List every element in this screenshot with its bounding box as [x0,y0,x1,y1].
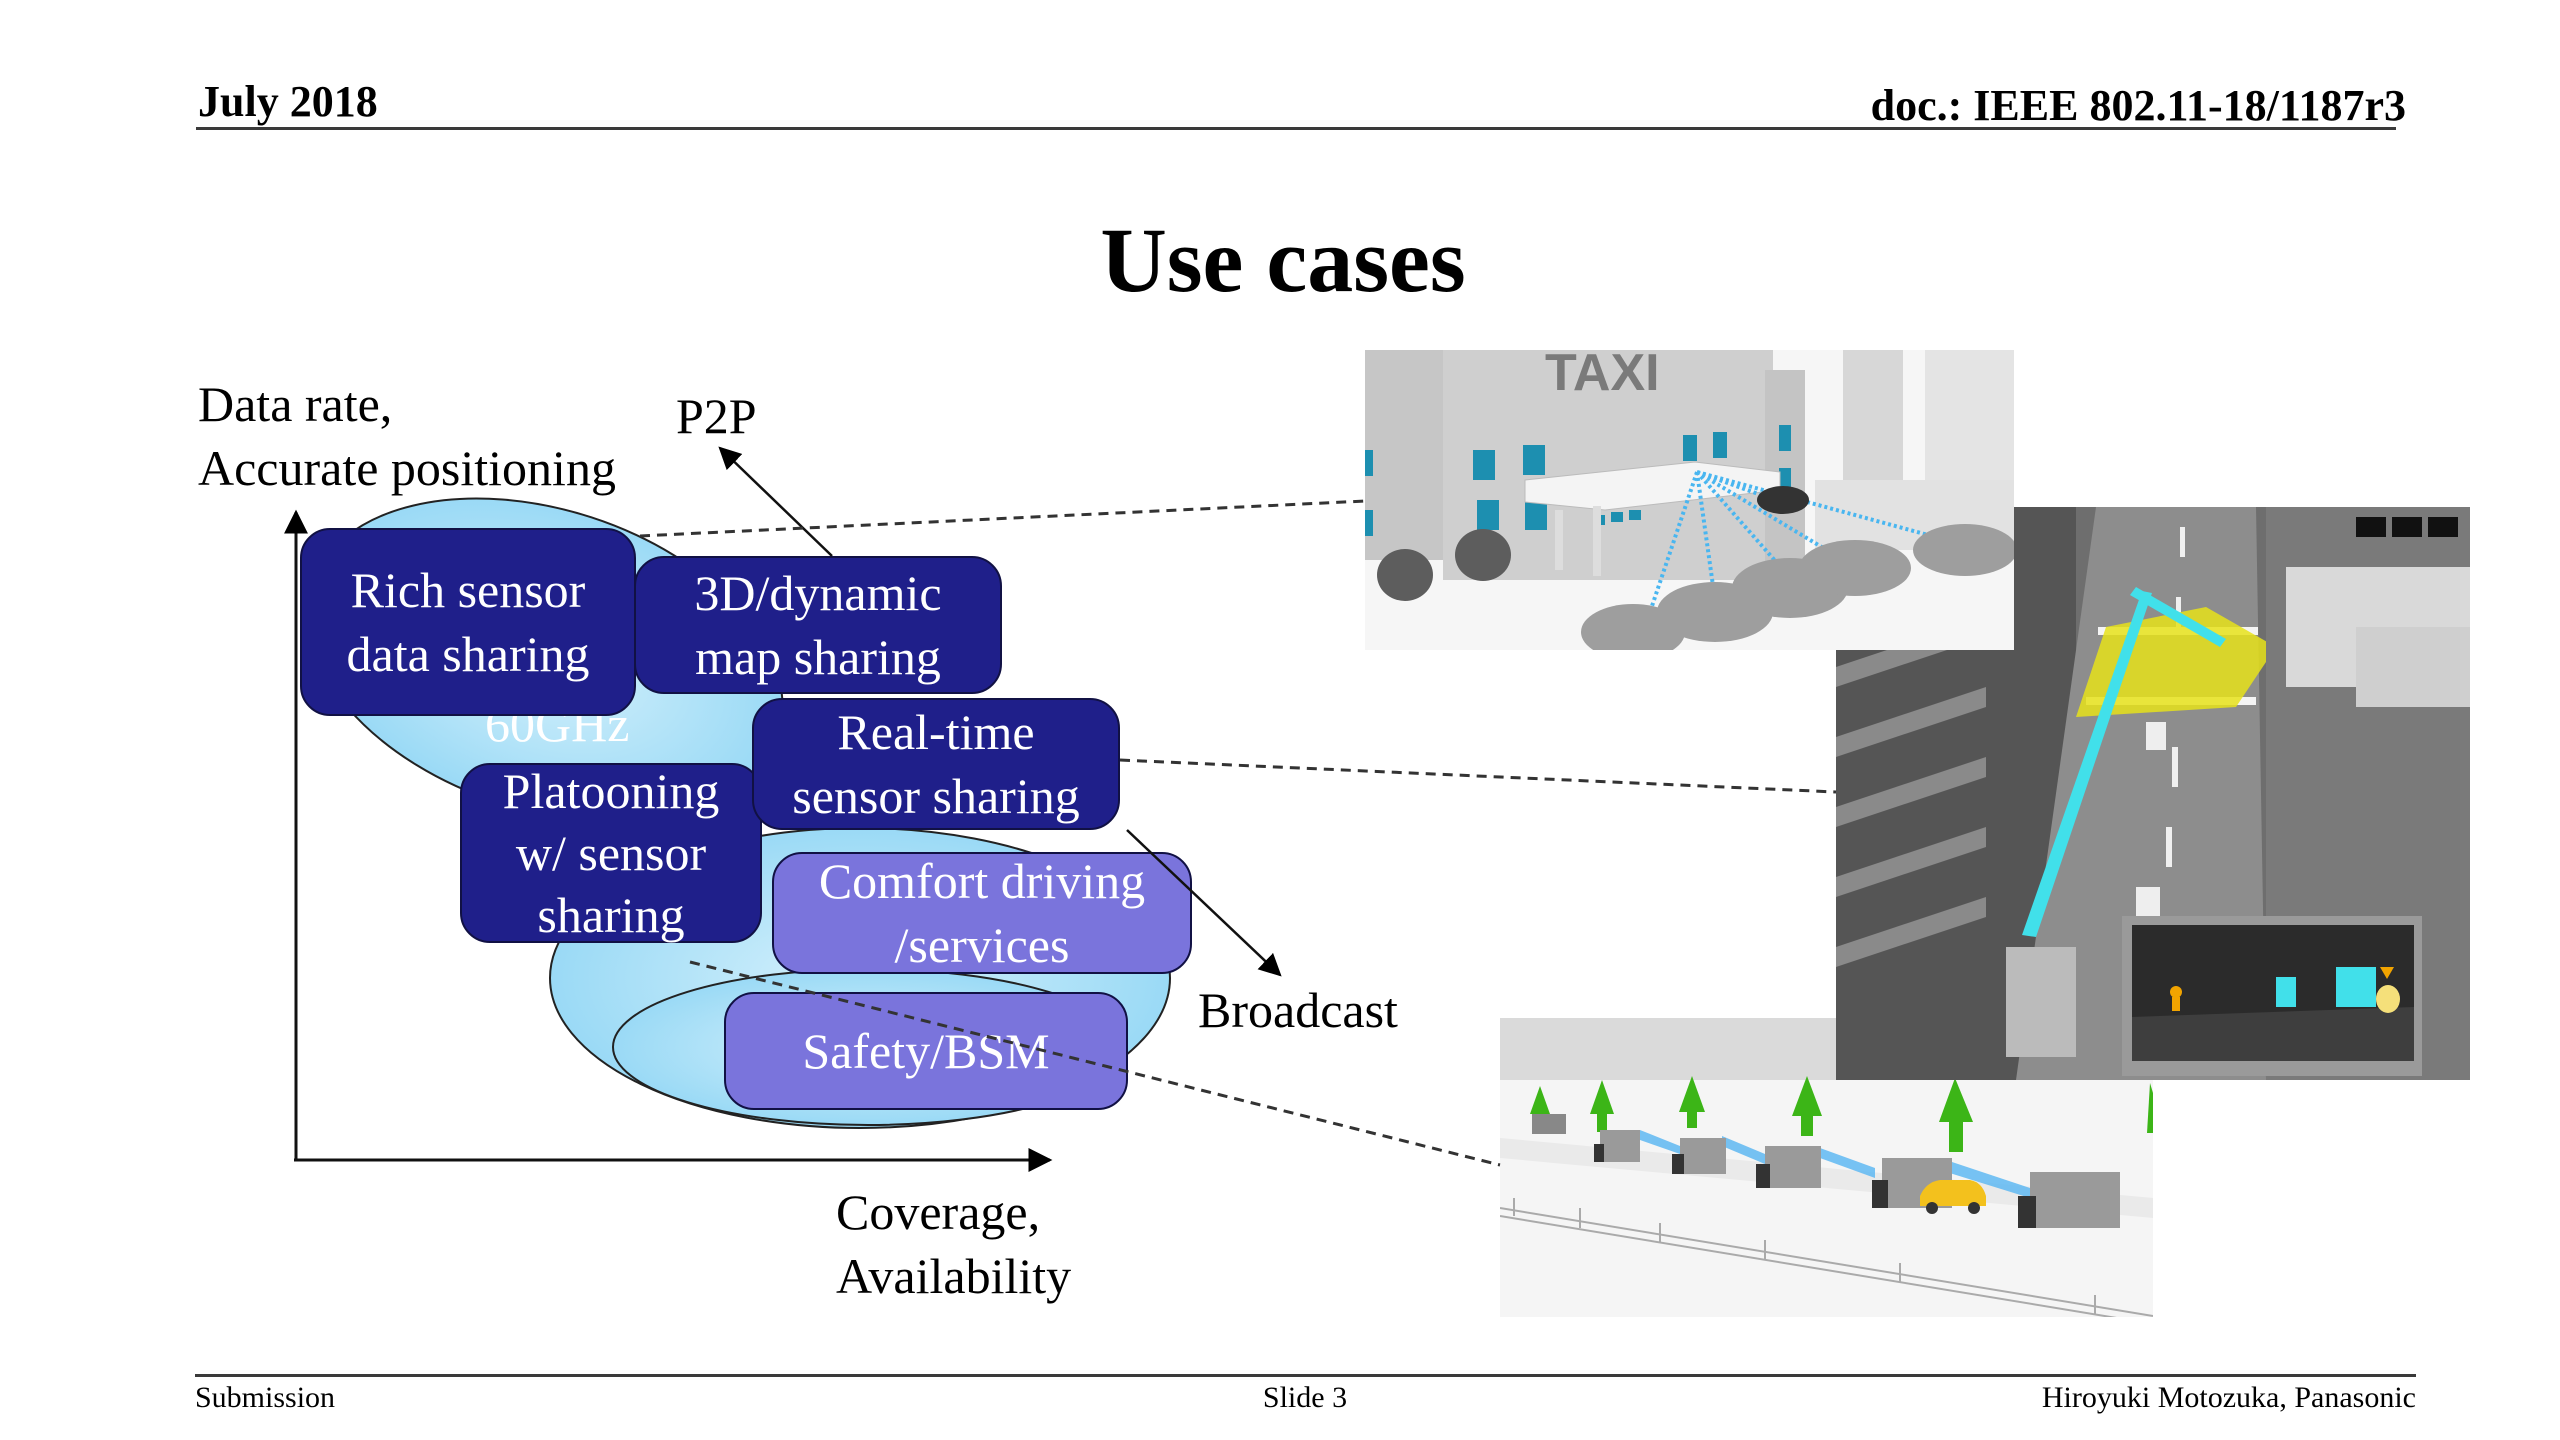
car-icon [2146,722,2166,750]
in-vehicle-display-icon [2122,916,2422,1076]
tree-icons [1530,1076,2153,1152]
taxi-stand-illustration: TAXI [1365,350,2014,650]
use-case-real-time-line1: Real-time [837,704,1035,760]
slide-title: Use cases [1100,209,1466,311]
rooftop-panels [2356,517,2458,537]
use-case-3d-map-line2: map sharing [695,629,941,685]
taxi-car-icons [1377,486,2014,650]
header-date: July 2018 [198,77,378,126]
use-case-rich-sensor-line2: data sharing [346,626,590,682]
taxi-scene: TAXI [1365,350,2014,650]
v2v-link-beams [1640,1130,2030,1198]
guardrail-icon [1500,1198,2153,1317]
car-icon-2 [2136,887,2160,917]
taxi-sign: TAXI [1545,350,1660,402]
use-case-comfort-line1: Comfort driving [818,853,1146,909]
use-case-real-time: Real-time sensor sharing [752,698,1120,830]
road-sign-icon [1532,1114,1566,1134]
use-case-safety: Safety/BSM [724,992,1128,1110]
footer-divider [195,1374,2416,1377]
use-case-3d-map: 3D/dynamic map sharing [634,556,1002,694]
v2x-link-beams [1648,470,1966,613]
header-doc-id: doc.: IEEE 802.11-18/1187r3 [1870,81,2406,130]
header-divider [196,127,2396,130]
sensor-link-beam-vertical [2022,591,2152,937]
use-case-3d-map-line1: 3D/dynamic [694,565,942,621]
use-case-platooning-line2: w/ sensor [515,825,707,881]
use-case-platooning: Platooning w/ sensor sharing [460,763,762,943]
use-case-rich-sensor-line1: Rich sensor [350,562,586,618]
y-axis-label-line1: Data rate, [198,376,393,432]
footer-slide-number: Slide 3 [1262,1381,1348,1414]
footer-submission: Submission [195,1381,336,1414]
use-case-real-time-line2: sensor sharing [792,768,1080,824]
truck-icon [2006,947,2076,1057]
use-case-platooning-line3: sharing [537,887,685,943]
sensor-coverage-area [2076,607,2276,717]
yellow-car-icon [1920,1180,1986,1214]
p2p-label: P2P [676,388,757,444]
x-axis-label-line2: Availability [836,1248,1072,1304]
building-windows [1365,425,1791,536]
sensor-link-beam [2130,587,2226,647]
x-axis-label-line1: Coverage, [836,1184,1041,1240]
use-case-safety-line1: Safety/BSM [802,1023,1050,1079]
use-case-comfort-line2: /services [894,917,1070,973]
y-axis-label-line2: Accurate positioning [198,440,616,496]
use-case-platooning-line1: Platooning [502,763,720,819]
use-case-rich-sensor: Rich sensor data sharing [300,528,636,716]
use-case-comfort: Comfort driving /services [772,852,1192,974]
footer-author: Hiroyuki Motozuka, Panasonic [2041,1381,2416,1414]
